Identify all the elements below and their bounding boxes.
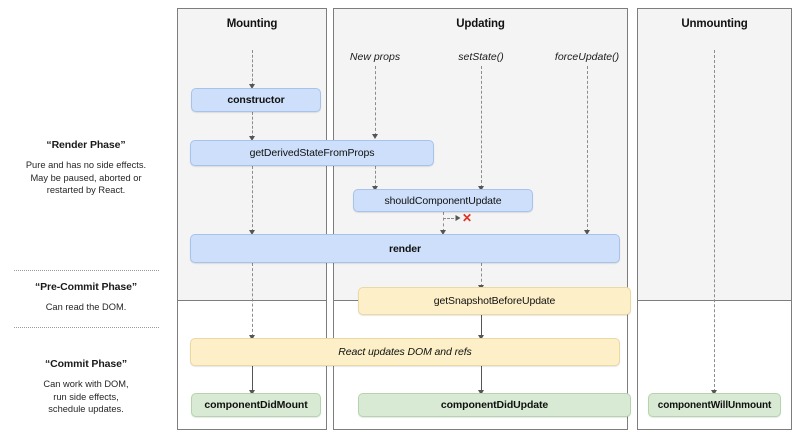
node-render[interactable]: render <box>190 234 620 263</box>
trigger-force-update: forceUpdate() <box>554 51 620 63</box>
column-updating-title: Updating <box>456 18 505 30</box>
node-component-did-mount[interactable]: componentDidMount <box>191 393 321 417</box>
trigger-new-props: New props <box>349 51 401 63</box>
phase-render-description: Pure and has no side effects. May be pau… <box>25 160 147 196</box>
node-should-component-update[interactable]: shouldComponentUpdate <box>353 189 533 212</box>
phase-divider-precommit-commit <box>14 327 159 328</box>
connector-newprops-to-gdsfp <box>375 66 376 136</box>
column-unmounting-title: Unmounting <box>681 18 748 30</box>
connector-setstate-to-scu <box>481 66 482 188</box>
column-mounting-title: Mounting <box>226 18 278 30</box>
connector-gdsfp-to-scu <box>375 166 376 188</box>
node-react-updates-dom-and-refs[interactable]: React updates DOM and refs <box>190 338 620 366</box>
node-get-snapshot-before-update[interactable]: getSnapshotBeforeUpdate <box>358 287 631 315</box>
arrowhead-cdm <box>249 390 255 395</box>
annotation-should-update-false-icon: ✕ <box>462 211 473 225</box>
connector-render-to-domupdate-mounting <box>252 263 253 337</box>
phase-render: “Render Phase” Pure and has no side effe… <box>0 138 172 197</box>
arrowhead-scu-false-branch <box>455 214 461 221</box>
connector-scu-to-render <box>443 212 444 232</box>
arrowhead-cwu <box>711 390 717 395</box>
arrowhead-domupdate-mounting <box>249 335 255 340</box>
arrowhead-scu-from-setstate <box>478 186 484 191</box>
node-component-did-update[interactable]: componentDidUpdate <box>358 393 631 417</box>
phase-render-title: “Render Phase” <box>46 139 126 151</box>
connector-unmounting-to-cwu <box>714 50 715 392</box>
arrowhead-constructor <box>249 84 255 89</box>
connector-domupdate-to-cdu <box>481 366 482 392</box>
node-constructor[interactable]: constructor <box>191 88 321 112</box>
node-component-will-unmount[interactable]: componentWillUnmount <box>648 393 781 417</box>
connector-mounting-to-constructor <box>252 50 253 86</box>
arrowhead-gdsfp-updating <box>372 134 378 139</box>
phase-commit: “Commit Phase” Can work with DOM, run si… <box>0 357 172 416</box>
phase-commit-description: Can work with DOM, run side effects, sch… <box>43 379 129 415</box>
connector-constructor-to-gdsfp <box>252 112 253 138</box>
arrowhead-render-mounting <box>249 230 255 235</box>
phase-pre-commit-title: “Pre-Commit Phase” <box>34 281 138 293</box>
phase-pre-commit-description: Can read the DOM. <box>45 302 127 312</box>
phase-legend: “Render Phase” Pure and has no side effe… <box>0 0 172 438</box>
node-get-derived-state-from-props[interactable]: getDerivedStateFromProps <box>190 140 434 166</box>
trigger-set-state: setState() <box>458 51 504 63</box>
phase-divider-render-precommit <box>14 270 159 271</box>
arrowhead-render-from-scu <box>440 230 446 235</box>
connector-domupdate-to-cdm <box>252 366 253 392</box>
arrowhead-cdu <box>478 390 484 395</box>
connector-scu-false-branch <box>443 218 454 219</box>
connector-render-to-snapshot <box>481 263 482 287</box>
arrowhead-gdsfp-mounting <box>249 136 255 141</box>
connector-snapshot-to-domupdate <box>481 315 482 337</box>
phase-pre-commit: “Pre-Commit Phase” Can read the DOM. <box>0 280 172 314</box>
arrowhead-render-from-forceupdate <box>584 230 590 235</box>
connector-gdsfp-to-render <box>252 166 253 232</box>
arrowhead-scu-from-gdsfp <box>372 186 378 191</box>
arrowhead-domupdate-updating <box>478 335 484 340</box>
phase-commit-title: “Commit Phase” <box>44 358 128 370</box>
connector-forceupdate-to-render <box>587 66 588 232</box>
